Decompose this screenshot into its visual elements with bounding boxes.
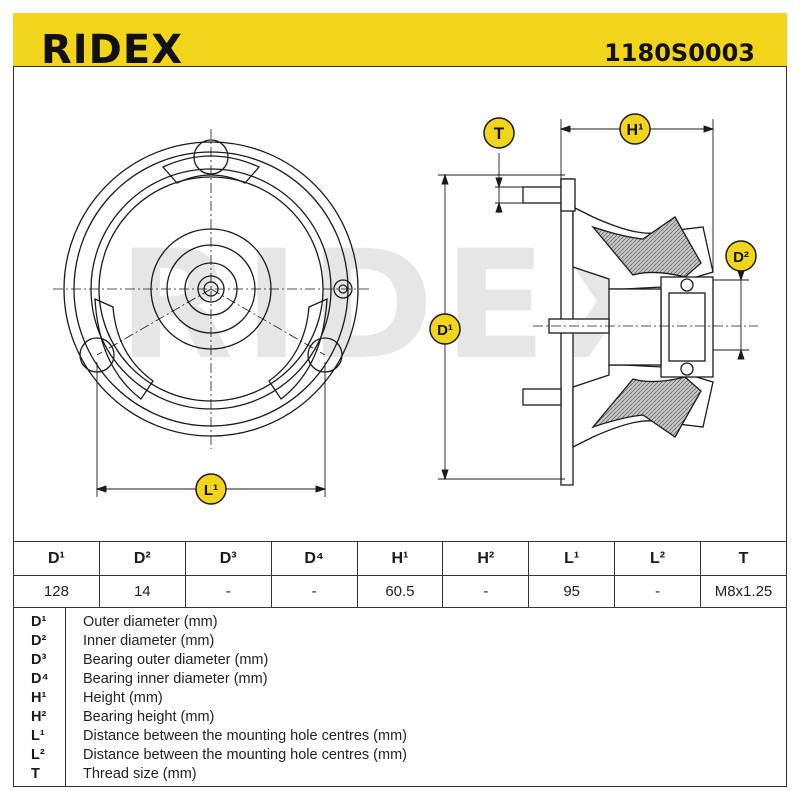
legend-divider [65,607,66,787]
spec-value-cell: 128 [13,575,100,608]
legend-desc: Distance between the mounting hole centr… [83,747,407,763]
label-badge-d2: D² [725,240,757,272]
legend-desc: Inner diameter (mm) [83,633,215,649]
legend-code: H¹ [31,690,47,706]
legend-desc: Thread size (mm) [83,766,197,782]
label-t: T [494,124,505,143]
pocket-left [94,297,154,400]
legend-code: H² [31,709,47,725]
pocket-top [161,155,261,184]
stud-top [522,186,562,204]
spec-header-cell: H² [442,541,530,576]
bearing-ball-top [680,278,694,292]
spec-value-cell: - [614,575,701,608]
label-d1: D¹ [437,322,453,339]
spec-value-cell: 14 [98,575,186,608]
spec-header-cell: H¹ [356,541,444,576]
legend-row: D⁴ Bearing inner diameter (mm) [13,670,787,689]
legend-row: L² Distance between the mounting hole ce… [13,746,787,765]
legend-row: H² Bearing height (mm) [13,708,787,727]
legend-code: D⁴ [31,671,49,687]
d2-dimension [713,267,749,360]
legend-code: L² [31,747,45,763]
label-badge-l1: L¹ [195,473,227,505]
label-d2: D² [733,249,749,266]
legend-code: L¹ [31,728,45,744]
stud-top-head [560,178,576,212]
spec-header-row: D¹ D² D³ D⁴ H¹ H² L¹ L² T [13,541,787,576]
technical-drawing: RIDEX [13,67,787,542]
legend-row: D¹ Outer diameter (mm) [13,613,787,632]
spec-header-cell: T [700,541,787,576]
legend-code: T [31,766,40,782]
spec-value-cell: M8x1.25 [700,575,787,608]
label-badge-h1: H¹ [619,113,651,145]
legend: D¹ Outer diameter (mm) D² Inner diameter… [13,607,787,787]
spec-header-cell: D² [98,541,186,576]
legend-row: T Thread size (mm) [13,765,787,784]
front-centerlines [53,129,369,449]
legend-row: D³ Bearing outer diameter (mm) [13,651,787,670]
legend-desc: Distance between the mounting hole centr… [83,728,407,744]
label-badge-t: T [483,117,515,149]
bearing-ball-bottom [680,362,694,376]
legend-code: D³ [31,652,47,668]
spec-value-cell: 60.5 [356,575,444,608]
legend-desc: Outer diameter (mm) [83,614,218,630]
brand-logo: RIDEX [41,27,184,73]
t-dimension [495,153,525,213]
header-bar: RIDEX 1180S0003 [13,13,787,73]
spec-header-cell: D¹ [13,541,100,576]
spec-header-cell: D³ [184,541,272,576]
spec-value-cell: 95 [528,575,616,608]
legend-row: D² Inner diameter (mm) [13,632,787,651]
legend-row: L¹ Distance between the mounting hole ce… [13,727,787,746]
bearing-race [668,292,706,362]
stud-bottom [522,388,562,406]
legend-code: D² [31,633,47,649]
legend-desc: Height (mm) [83,690,163,706]
label-l1: L¹ [204,482,218,499]
spec-header-cell: L¹ [528,541,616,576]
legend-desc: Bearing outer diameter (mm) [83,652,269,668]
part-number: 1180S0003 [604,39,755,67]
legend-code: D¹ [31,614,47,630]
rubber-element-top [591,216,702,278]
legend-desc: Bearing inner diameter (mm) [83,671,268,687]
spec-header-cell: L² [614,541,701,576]
label-h1: H¹ [627,122,644,139]
spec-value-cell: - [442,575,530,608]
small-hole [333,279,353,299]
legend-desc: Bearing height (mm) [83,709,215,725]
h1-dimension [559,119,715,272]
spec-value-cell: - [184,575,272,608]
spec-value-cell: - [270,575,358,608]
legend-row: H¹ Height (mm) [13,689,787,708]
inner-sleeve [608,288,662,366]
spec-value-row: 128 14 - - 60.5 - 95 - M8x1.25 [13,575,787,608]
rubber-element-bottom [591,376,702,438]
pocket-right [268,297,328,400]
spec-table: D¹ D² D³ D⁴ H¹ H² L¹ L² T 128 14 - - 60.… [13,541,787,608]
spec-header-cell: D⁴ [270,541,358,576]
label-badge-d1: D¹ [429,313,461,345]
